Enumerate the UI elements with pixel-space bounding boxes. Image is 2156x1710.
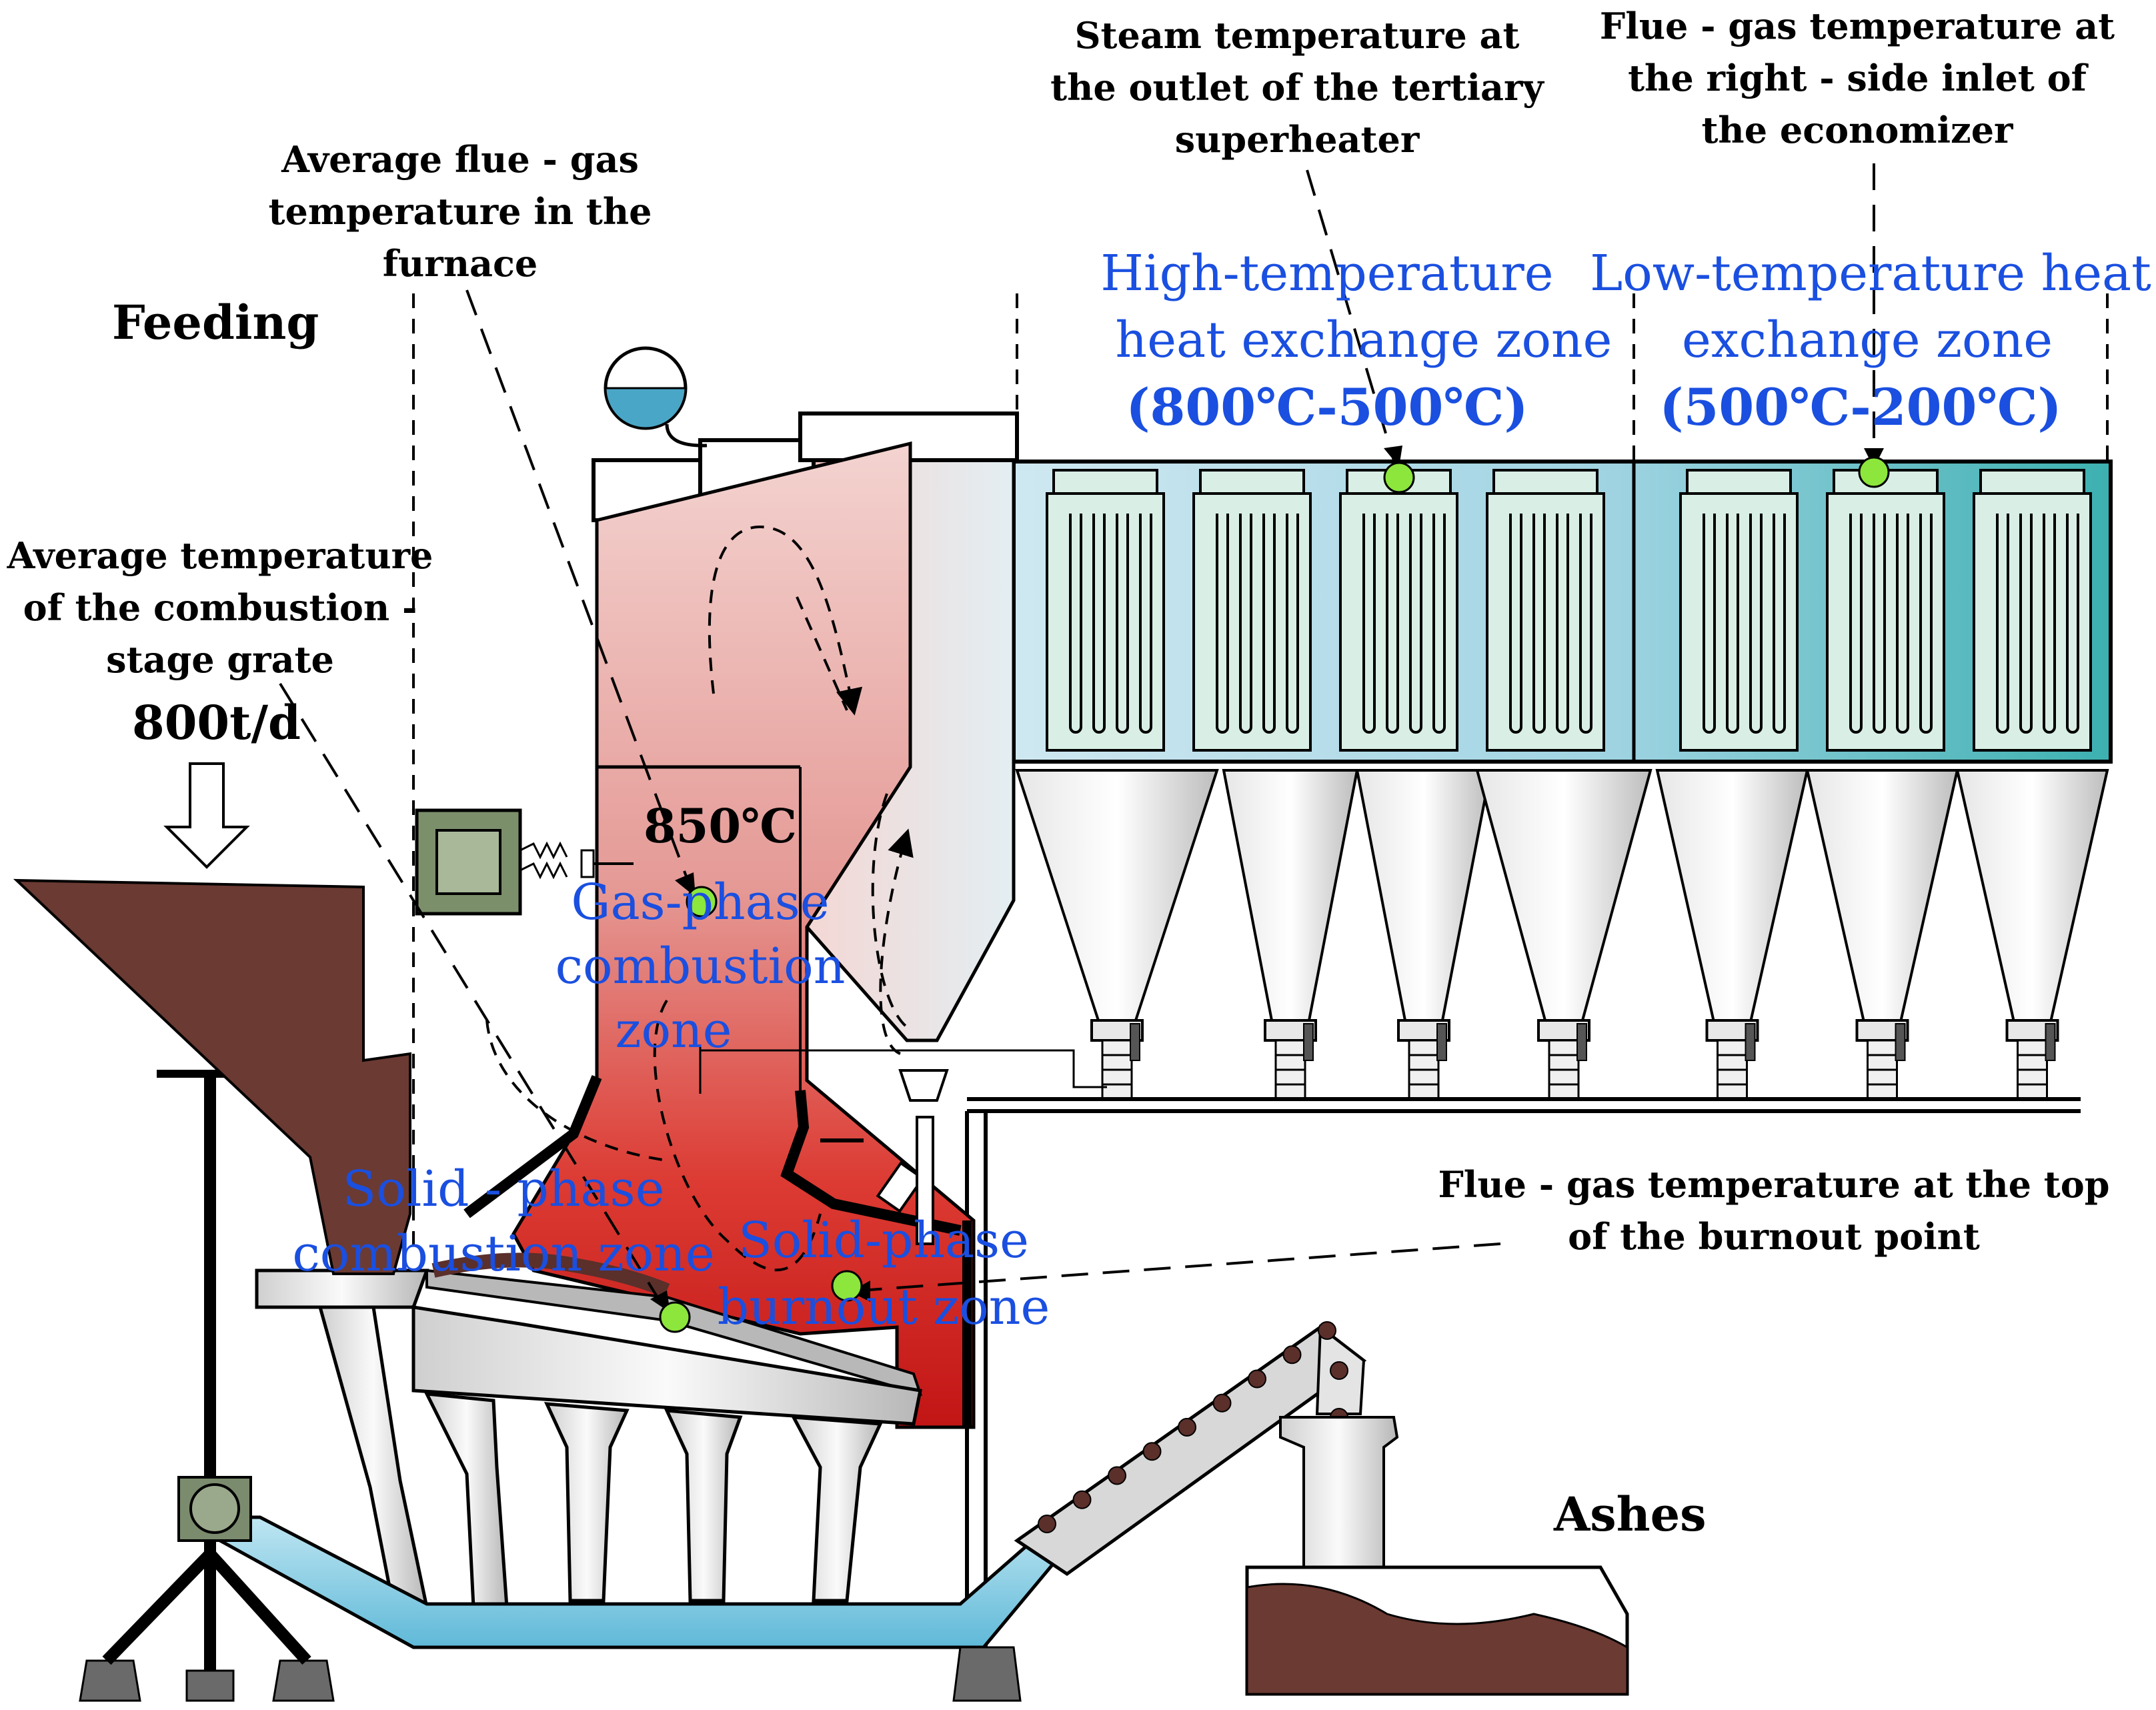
steam-temp-caption: Steam temperature at the outlet of the t… — [1050, 14, 1544, 161]
ash-trough — [218, 1515, 1070, 1649]
tube-bundle — [1973, 469, 2092, 752]
svg-text:heat exchange zone: heat exchange zone — [1116, 311, 1612, 369]
sensor-burnout — [831, 1270, 863, 1302]
avg-flue-caption: Average flue - gas temperature in the fu… — [269, 138, 652, 285]
svg-text:zone: zone — [616, 1002, 732, 1059]
tube-bundle — [1679, 469, 1799, 752]
solid-phase-zone-label: Solid - phase combustion zone — [292, 1160, 714, 1282]
low-temp-zone-label: Low-temperature heat exchange zone (500℃… — [1590, 245, 2151, 437]
sensor-furnace — [686, 886, 718, 918]
ash-ball — [1072, 1490, 1092, 1509]
svg-text:the right - side inlet of: the right - side inlet of — [1628, 57, 2089, 99]
ash-ball — [1282, 1345, 1302, 1365]
drive-motor — [177, 1476, 252, 1542]
flue-econ-caption: Flue - gas temperature at the right - si… — [1600, 5, 2115, 151]
svg-text:Flue - gas temperature at: Flue - gas temperature at — [1600, 5, 2115, 47]
ash-bin — [1245, 1416, 1629, 1696]
svg-text:combustion: combustion — [556, 938, 846, 995]
svg-text:of the combustion -: of the combustion - — [23, 586, 417, 629]
svg-text:the economizer: the economizer — [1701, 109, 2013, 151]
zone-boundaries — [412, 293, 2109, 1254]
ash-hopper — [1475, 769, 1653, 1100]
svg-text:Low-temperature heat: Low-temperature heat — [1590, 245, 2151, 302]
ash-ball — [1248, 1369, 1266, 1389]
svg-text:Average temperature: Average temperature — [7, 534, 433, 577]
svg-text:stage grate: stage grate — [106, 638, 334, 681]
ash-ball — [1330, 1361, 1348, 1380]
tube-bundle — [1826, 469, 1945, 752]
flue-gas-flow — [485, 525, 914, 1272]
ash-hopper — [1355, 769, 1492, 1100]
svg-text:the outlet of the tertiary: the outlet of the tertiary — [1050, 66, 1544, 109]
ashes-label: Ashes — [1553, 1487, 1707, 1542]
furnace-throat — [463, 1074, 962, 1236]
sensor-pointers — [279, 163, 1875, 1309]
svg-text:(500℃-200℃): (500℃-200℃) — [1660, 377, 2062, 437]
ash-hopper — [1805, 769, 1959, 1100]
high-temp-zone-label: High-temperature heat exchange zone (800… — [1100, 245, 1612, 437]
ash-ball — [1038, 1515, 1056, 1533]
svg-text:burnout zone: burnout zone — [718, 1278, 1050, 1336]
furnace-temp-label: 850℃ — [644, 798, 797, 854]
cyclone-outlet — [898, 1069, 949, 1245]
rate-label: 800t/d — [132, 695, 301, 750]
sensor-grate — [659, 1301, 691, 1333]
svg-text:superheater: superheater — [1175, 118, 1420, 161]
hopper-rail — [965, 1097, 2081, 1654]
ash-ball — [1212, 1393, 1232, 1413]
svg-text:(800℃-500℃): (800℃-500℃) — [1126, 377, 1528, 437]
ash-ball — [1178, 1418, 1196, 1437]
sensor-points — [659, 456, 1890, 1333]
svg-text:Flue - gas temperature at the: Flue - gas temperature at the top — [1438, 1163, 2109, 1206]
ash-hopper — [1222, 769, 1359, 1100]
avg-grate-caption: Average temperature of the combustion - … — [7, 534, 433, 681]
feed-arrow — [163, 762, 250, 869]
gas-phase-zone-label: Gas-phase combustion zone — [556, 874, 846, 1059]
feeding-label: Feeding — [112, 295, 319, 350]
svg-text:of the burnout point: of the burnout point — [1568, 1215, 1980, 1258]
tube-bundle — [1339, 469, 1458, 752]
svg-text:exchange zone: exchange zone — [1682, 311, 2053, 369]
ash-ball — [1108, 1466, 1126, 1485]
support-feet — [79, 1646, 1022, 1702]
secondary-air-nozzle — [820, 1138, 925, 1213]
steam-drum — [604, 346, 708, 448]
tube-bundle — [1192, 469, 1312, 752]
ash-ball — [1142, 1442, 1162, 1461]
svg-text:furnace: furnace — [383, 242, 537, 285]
sensor-superheater — [1383, 462, 1415, 494]
burnout-zone-label: Solid-phase burnout zone — [718, 1212, 1050, 1336]
svg-text:Solid - phase: Solid - phase — [343, 1160, 665, 1218]
sensor-economizer — [1858, 456, 1890, 488]
ash-hopper — [1015, 769, 1219, 1100]
svg-text:combustion zone: combustion zone — [292, 1225, 714, 1282]
support-legs — [102, 1070, 311, 1671]
flue-burnout-caption: Flue - gas temperature at the top of the… — [1438, 1163, 2109, 1258]
ash-hopper — [1955, 769, 2109, 1100]
ash-ball — [1318, 1321, 1336, 1340]
svg-text:Gas-phase: Gas-phase — [571, 874, 829, 931]
ash-hoppers — [1015, 769, 2109, 1100]
tube-bundles — [1046, 469, 2092, 752]
svg-text:Solid-phase: Solid-phase — [738, 1212, 1029, 1269]
svg-text:Average flue - gas: Average flue - gas — [281, 138, 639, 181]
tube-bundle — [1046, 469, 1165, 752]
svg-text:Steam temperature at: Steam temperature at — [1075, 14, 1520, 57]
feed-hopper — [13, 878, 411, 1275]
tube-bundle — [1486, 469, 1605, 752]
connecting-duct — [699, 1047, 1107, 1094]
svg-text:High-temperature: High-temperature — [1100, 245, 1553, 302]
ash-hopper — [1655, 769, 1809, 1100]
auxiliary-burner — [415, 808, 634, 916]
svg-text:temperature in the: temperature in the — [269, 190, 652, 233]
